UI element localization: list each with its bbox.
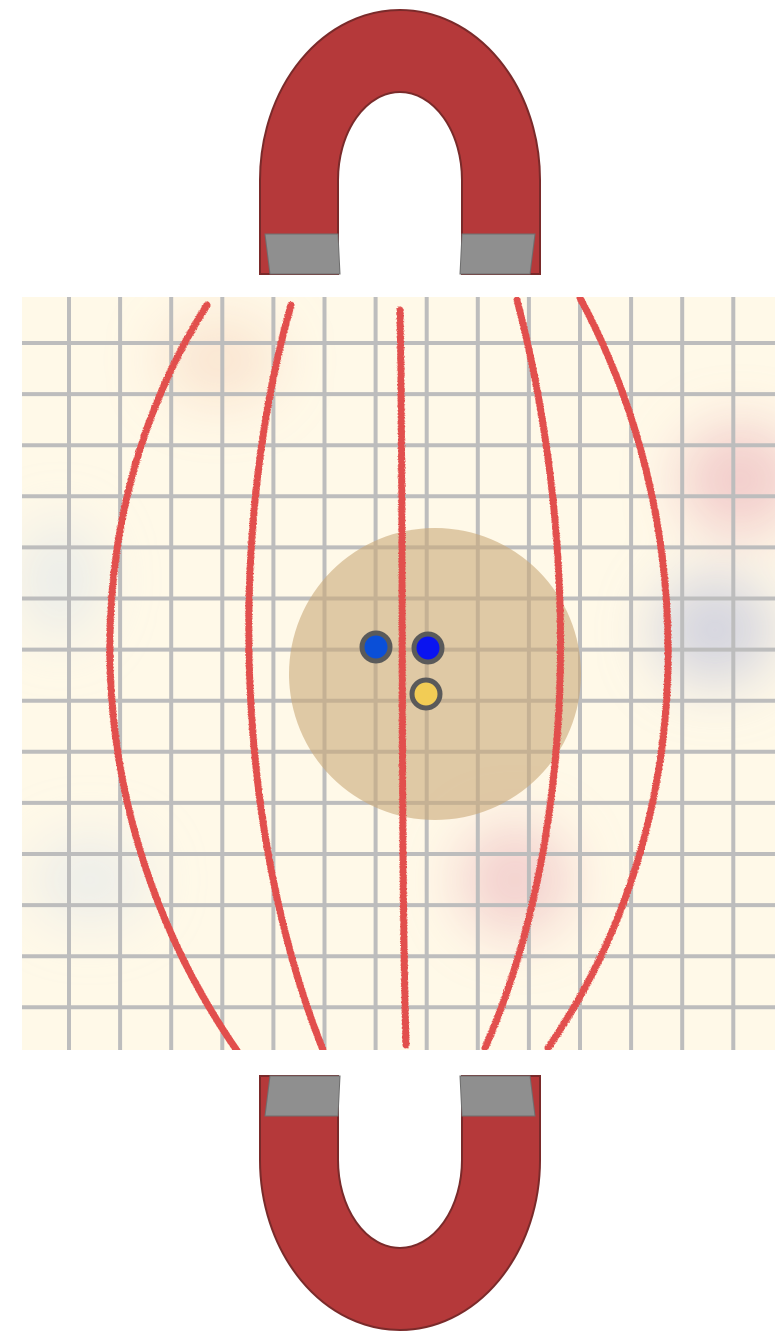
blob-pink-upper-right [680, 425, 775, 535]
top-magnet-left-pole [264, 233, 341, 275]
field-line-1 [106, 301, 241, 1050]
atom-cloud [289, 528, 581, 820]
electron-yellow-particle [409, 677, 443, 711]
proton-blue-particle [359, 630, 393, 664]
proton-blue-particle [411, 631, 445, 665]
grid-blur-blobs [22, 315, 775, 935]
blob-blue-left [22, 520, 100, 640]
bottom-magnet [259, 1075, 541, 1331]
bottom-magnet-left-pole [264, 1075, 341, 1117]
field-lines [106, 297, 672, 1050]
bottom-magnet-body [259, 1075, 541, 1331]
top-magnet-right-pole [459, 233, 536, 275]
grid-panel [22, 297, 775, 1050]
blob-blue-lower-left [30, 835, 150, 925]
field-line-2 [245, 301, 327, 1050]
top-magnet [259, 9, 541, 275]
field-line-4 [481, 297, 565, 1050]
atom-particles [359, 630, 445, 711]
bottom-magnet-right-pole [459, 1075, 536, 1117]
field-line-5 [544, 297, 672, 1050]
blob-blue-right [655, 575, 775, 685]
field-line-3 [396, 306, 410, 1049]
top-magnet-body [259, 9, 541, 275]
